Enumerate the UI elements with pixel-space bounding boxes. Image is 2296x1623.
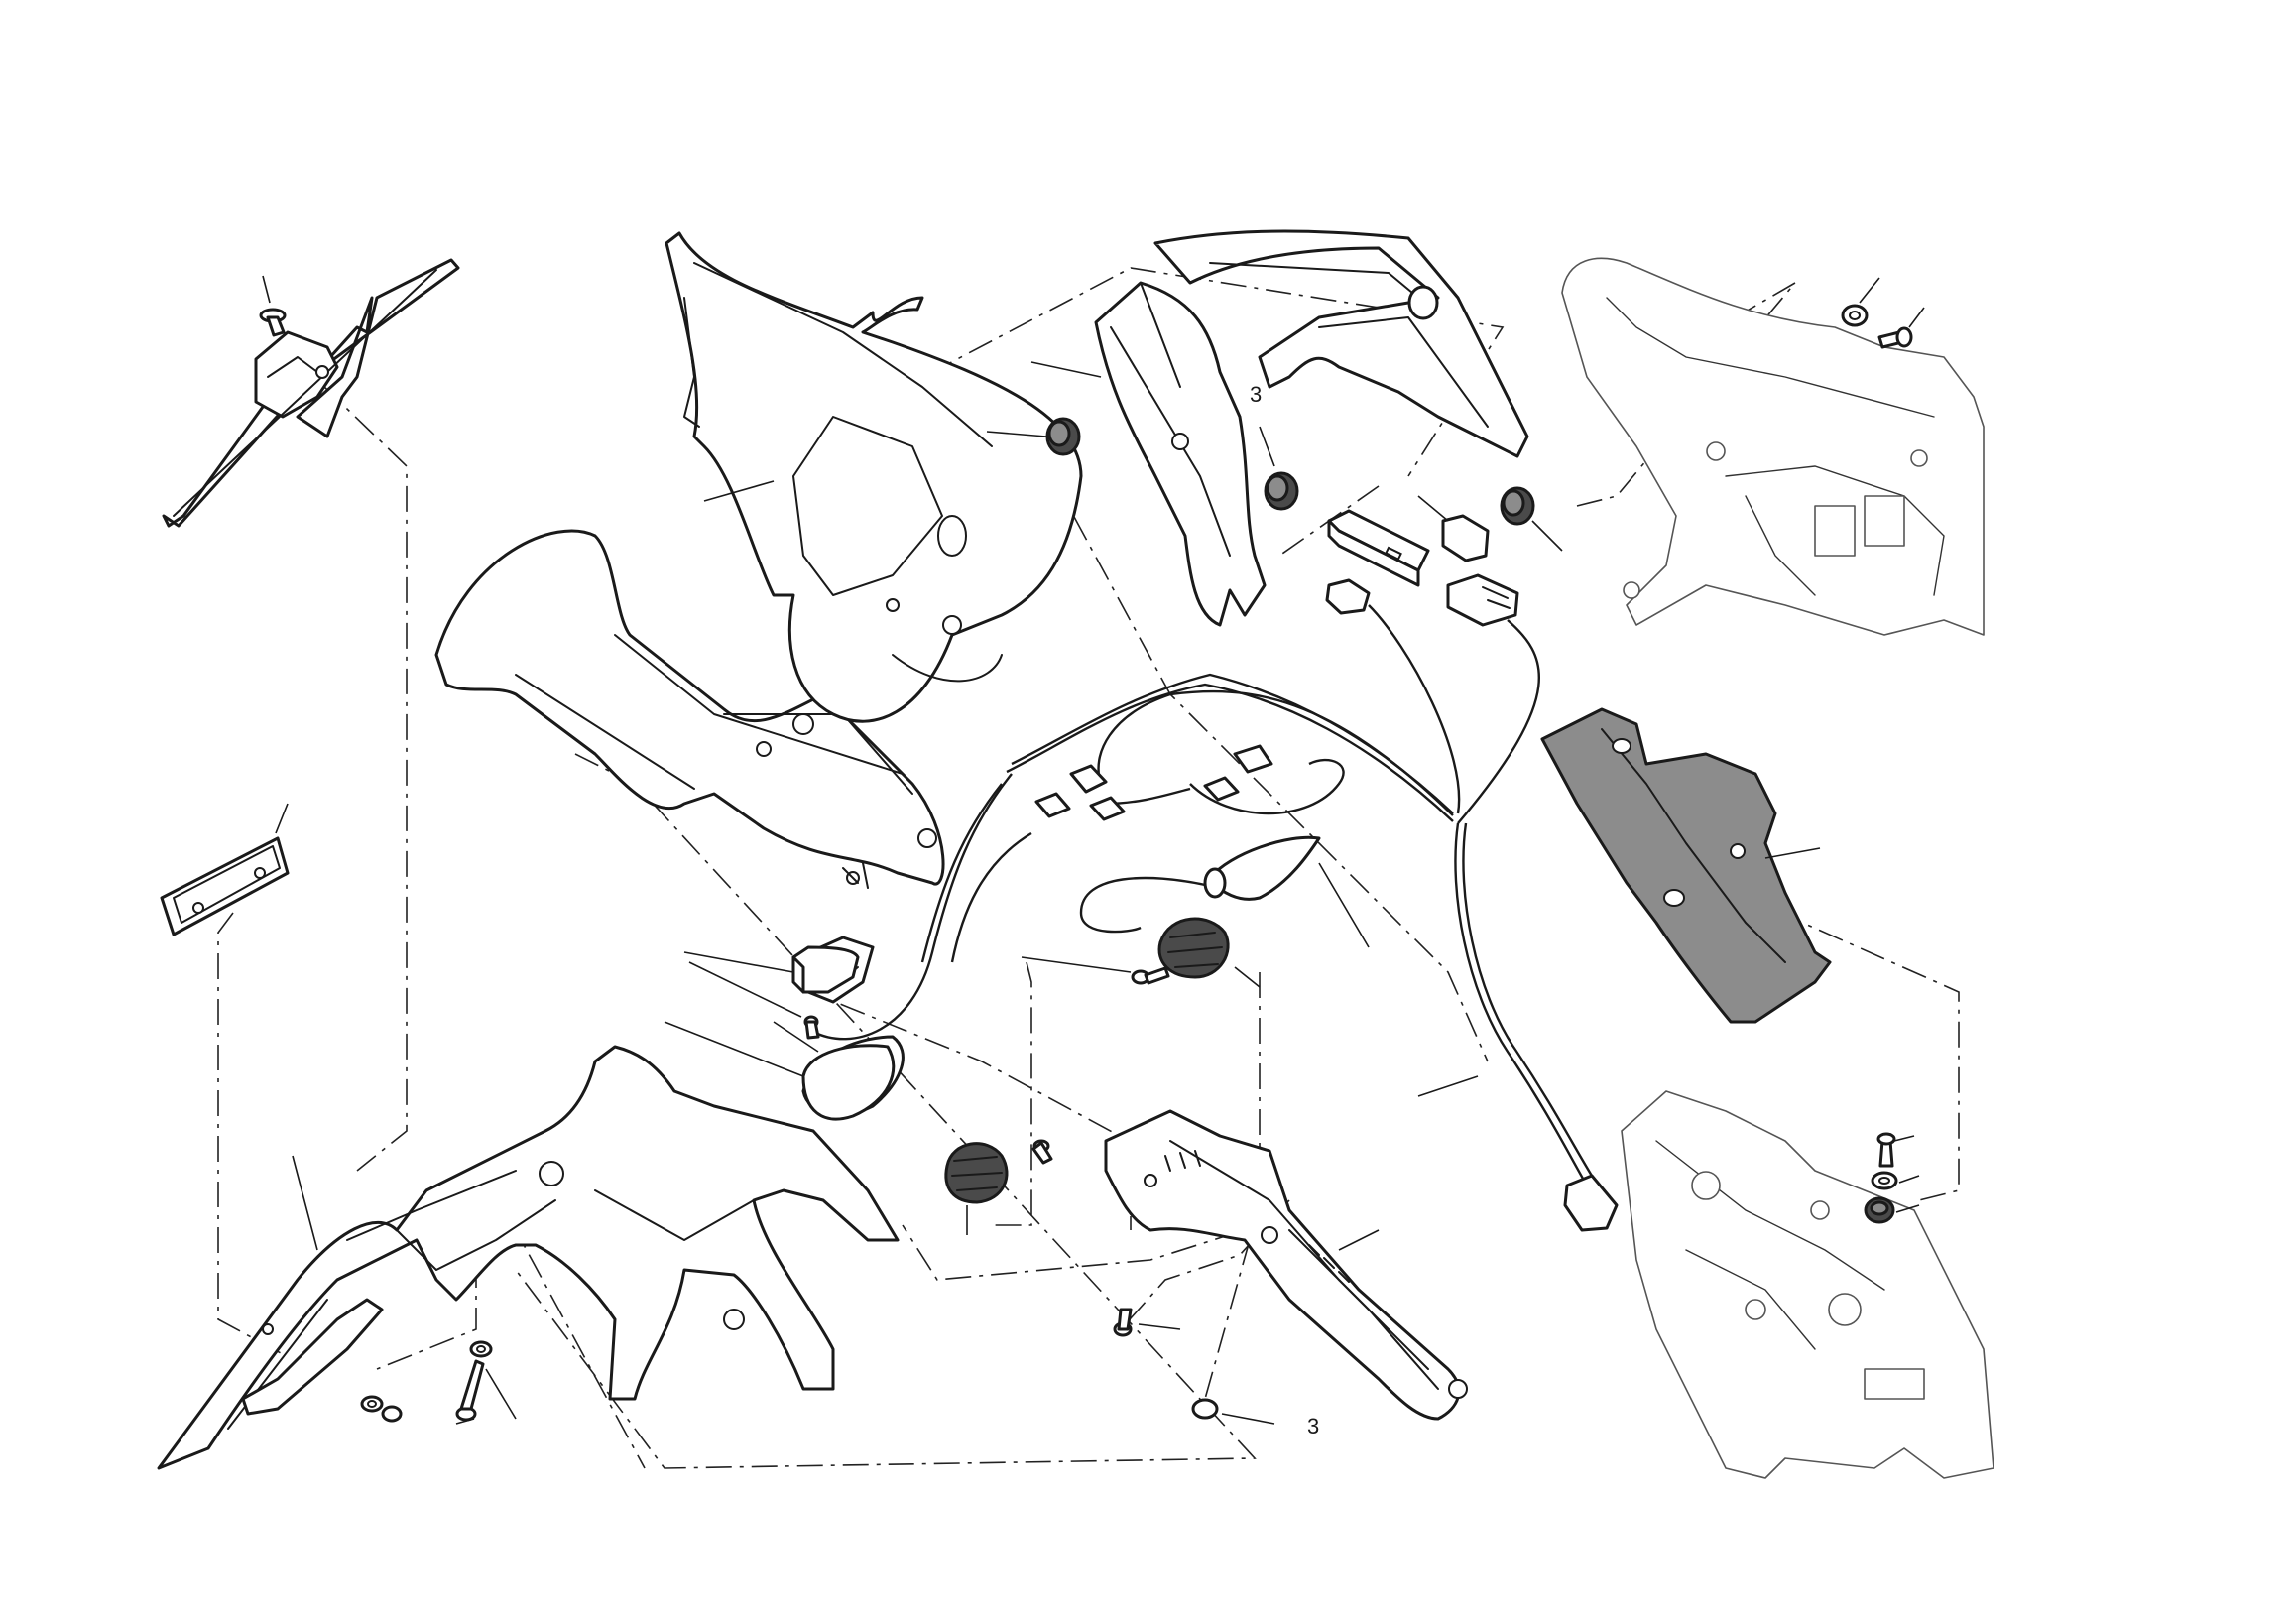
wiring-harness [812, 604, 1597, 1186]
connector-wire-plug [1325, 578, 1371, 615]
plate-holder-screw [1113, 1308, 1133, 1337]
inline-connector-1 [1069, 764, 1108, 794]
mudguard-bolt [455, 1359, 485, 1422]
turn-signal-mount-rubber-1 [1157, 917, 1230, 979]
subframe-bolt [1877, 326, 1913, 349]
inline-connector-3 [1089, 796, 1126, 821]
reflector [160, 836, 290, 936]
turn-signal-mount-screw [803, 1015, 820, 1040]
license-plate-bracket [162, 258, 460, 528]
subframe-lower-washer [1871, 1171, 1898, 1190]
subframe-washer [1841, 304, 1869, 327]
turn-signal-screw-2 [1031, 1139, 1053, 1165]
plate-bracket-screw [259, 308, 287, 337]
subframe-bracket [665, 231, 1083, 723]
callout-rear-bottom-label: 3 [1307, 1414, 1319, 1438]
plate-light-housing [791, 945, 860, 994]
subframe-reference-top [1561, 257, 1985, 636]
turn-signal-screw-1 [1131, 966, 1170, 985]
connector-housing [1327, 509, 1430, 587]
mudguard-bolt-washer [469, 1340, 493, 1358]
connector-socket [1446, 573, 1519, 627]
callout-tail-top-label: 3 [1250, 382, 1262, 407]
inline-connector-4 [1203, 776, 1240, 802]
tail-cowl-frame [1094, 229, 1529, 627]
harness-end-connector [1563, 1174, 1619, 1232]
plate-holder-nut [1191, 1398, 1219, 1420]
grommet-3 [1500, 486, 1535, 526]
plate-light-lens [801, 1044, 896, 1121]
mudguard-nut [381, 1405, 403, 1423]
mudguard-washer [360, 1395, 384, 1413]
underseat-cover [1540, 707, 1832, 1024]
rear-mudguard [157, 1045, 900, 1470]
subframe-reference-bottom [1621, 1090, 1994, 1479]
grommet-2 [1264, 471, 1299, 511]
turn-signal-mount-rubber-2 [944, 1142, 1009, 1204]
turn-signal-right [1079, 835, 1321, 934]
license-plate-holder [1104, 1109, 1468, 1421]
subframe-lower-grommet [1864, 1196, 1895, 1224]
inline-connector-5 [1233, 744, 1273, 774]
connector-plug-small [1441, 514, 1490, 562]
inline-connector-2 [1034, 792, 1071, 818]
grommet-1 [1045, 417, 1081, 456]
subframe-lower-bolt [1876, 1132, 1896, 1168]
